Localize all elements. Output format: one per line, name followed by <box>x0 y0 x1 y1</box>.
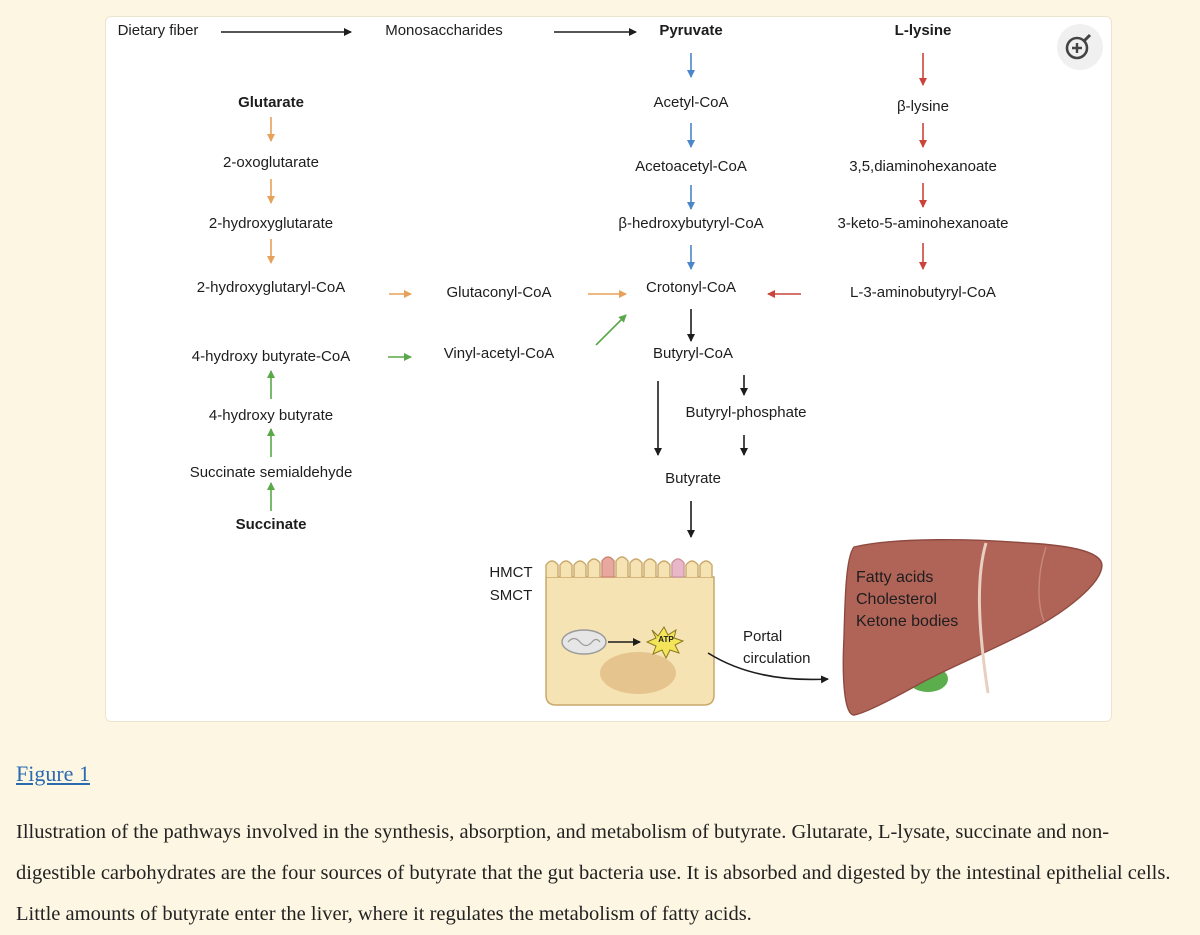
label-3-keto-5-aminohexanoate: 3-keto-5-aminohexanoate <box>837 215 1009 232</box>
label-cholesterol: Cholesterol <box>856 591 937 608</box>
mitochondrion <box>561 629 607 655</box>
label-succinate: Succinate <box>235 516 307 533</box>
label-ketone-bodies: Ketone bodies <box>856 613 959 630</box>
liver-illustration <box>842 539 1103 716</box>
label-4-hydroxy-butyrate-coa: 4-hydroxy butyrate-CoA <box>191 348 351 365</box>
label-crotonyl-coa: Crotonyl-CoA <box>645 279 737 296</box>
label-succinate-semialdehyde: Succinate semialdehyde <box>189 464 353 481</box>
label-hmct: HMCT <box>489 564 533 581</box>
epithelial-cell <box>545 556 829 706</box>
label-circulation: circulation <box>743 650 811 667</box>
atp-burst <box>645 626 685 660</box>
label-2-oxoglutarate: 2-oxoglutarate <box>223 154 319 171</box>
label-3-5-diaminohexanoate: 3,5,diaminohexanoate <box>849 158 997 175</box>
label-portal: Portal <box>743 628 783 645</box>
label-pyruvate: Pyruvate <box>659 22 723 39</box>
label-l-lysine: L-lysine <box>894 22 952 39</box>
liver-products: Fatty acids Cholesterol Ketone bodies <box>856 567 958 633</box>
label-dietary-fiber: Dietary fiber <box>117 22 199 39</box>
label-glutaconyl-coa: Glutaconyl-CoA <box>446 284 552 301</box>
label-b-lysine: β-lysine <box>897 98 949 115</box>
zoom-in-button[interactable] <box>1056 23 1104 71</box>
label-monosaccharides: Monosaccharides <box>385 22 503 39</box>
label-vinyl-acetyl-coa: Vinyl-acetyl-CoA <box>443 345 555 362</box>
label-butyryl-coa: Butyryl-CoA <box>652 345 734 362</box>
label-acetyl-coa: Acetyl-CoA <box>653 94 729 111</box>
zoom-in-icon <box>1057 24 1103 70</box>
arrow-vinyl-to-crotonyl <box>595 314 627 346</box>
label-b-hydroxybutyryl-coa: β-hedroxybutyryl-CoA <box>618 215 764 232</box>
label-4-hydroxy-butyrate: 4-hydroxy butyrate <box>208 407 334 424</box>
label-smct: SMCT <box>489 587 533 604</box>
figure-caption: Illustration of the pathways involved in… <box>16 821 1171 925</box>
pathway-figure: Dietary fiber Monosaccharides Pyruvate L… <box>105 16 1112 722</box>
label-butyrate: Butyrate <box>665 470 721 487</box>
label-atp: ATP <box>658 635 674 644</box>
figure-1-link[interactable]: Figure 1 <box>16 761 90 786</box>
label-l-3-aminobutyryl-coa: L-3-aminobutyryl-CoA <box>850 284 996 301</box>
label-acetoacetyl-coa: Acetoacetyl-CoA <box>635 158 747 175</box>
label-2-hydroxyglutarate: 2-hydroxyglutarate <box>208 215 334 232</box>
label-butyryl-phosphate: Butyryl-phosphate <box>685 404 807 421</box>
label-fatty-acids: Fatty acids <box>856 569 934 586</box>
label-2-hydroxyglutaryl-coa: 2-hydroxyglutaryl-CoA <box>196 279 346 296</box>
pathway-arrows <box>221 28 1103 716</box>
label-glutarate: Glutarate <box>238 94 304 111</box>
